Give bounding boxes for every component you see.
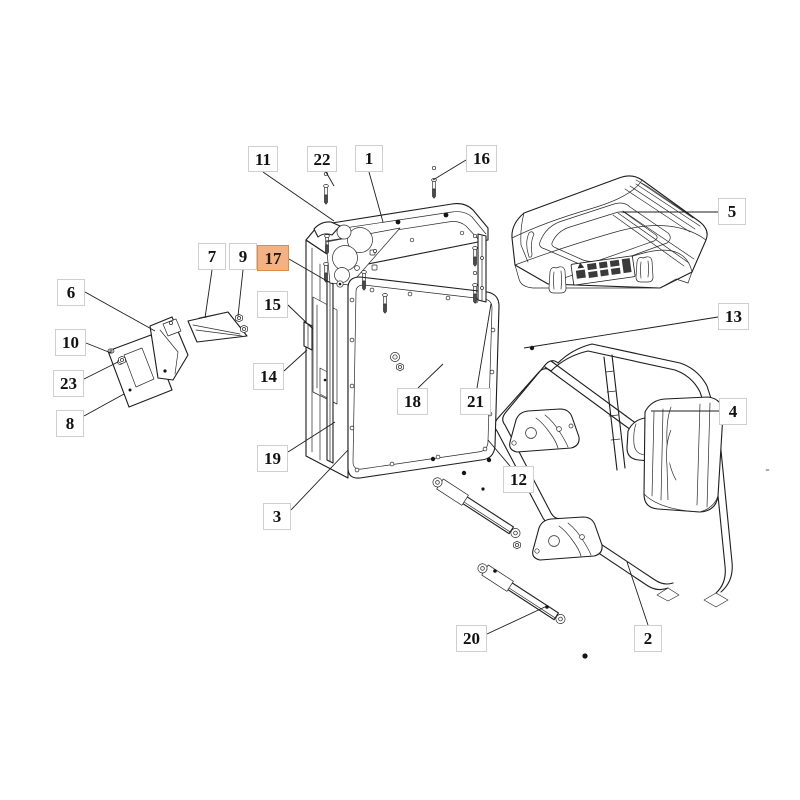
callout-1[interactable]: 1 [355, 145, 383, 172]
callout-2[interactable]: 2 [634, 625, 662, 652]
callout-22[interactable]: 22 [307, 146, 337, 172]
callout-16[interactable]: 16 [466, 145, 497, 172]
callout-21[interactable]: 21 [460, 388, 491, 415]
callout-5[interactable]: 5 [718, 198, 746, 225]
callout-4[interactable]: 4 [719, 398, 747, 425]
left-small-parts [107, 311, 248, 408]
callout-3[interactable]: 3 [263, 503, 291, 530]
callout-23[interactable]: 23 [53, 370, 84, 397]
callout-12[interactable]: 12 [503, 466, 534, 493]
callout-17[interactable]: 17 [257, 245, 289, 271]
callout-20[interactable]: 20 [456, 625, 487, 652]
part-5-engine-hood-cover [511, 175, 708, 294]
callout-8[interactable]: 8 [56, 410, 84, 437]
callout-11[interactable]: 11 [248, 146, 278, 172]
callout-10[interactable]: 10 [55, 329, 86, 356]
callout-19[interactable]: 19 [257, 445, 288, 472]
callout-9[interactable]: 9 [229, 243, 257, 270]
part-4-rops-frame [494, 343, 770, 608]
callout-15[interactable]: 15 [257, 291, 288, 318]
callout-14[interactable]: 14 [253, 363, 284, 390]
callout-7[interactable]: 7 [198, 243, 226, 270]
callout-6[interactable]: 6 [57, 279, 85, 306]
warning-decal [570, 255, 636, 286]
callout-18[interactable]: 18 [397, 388, 428, 415]
callout-13[interactable]: 13 [718, 303, 749, 330]
main-console-assembly [303, 203, 500, 479]
